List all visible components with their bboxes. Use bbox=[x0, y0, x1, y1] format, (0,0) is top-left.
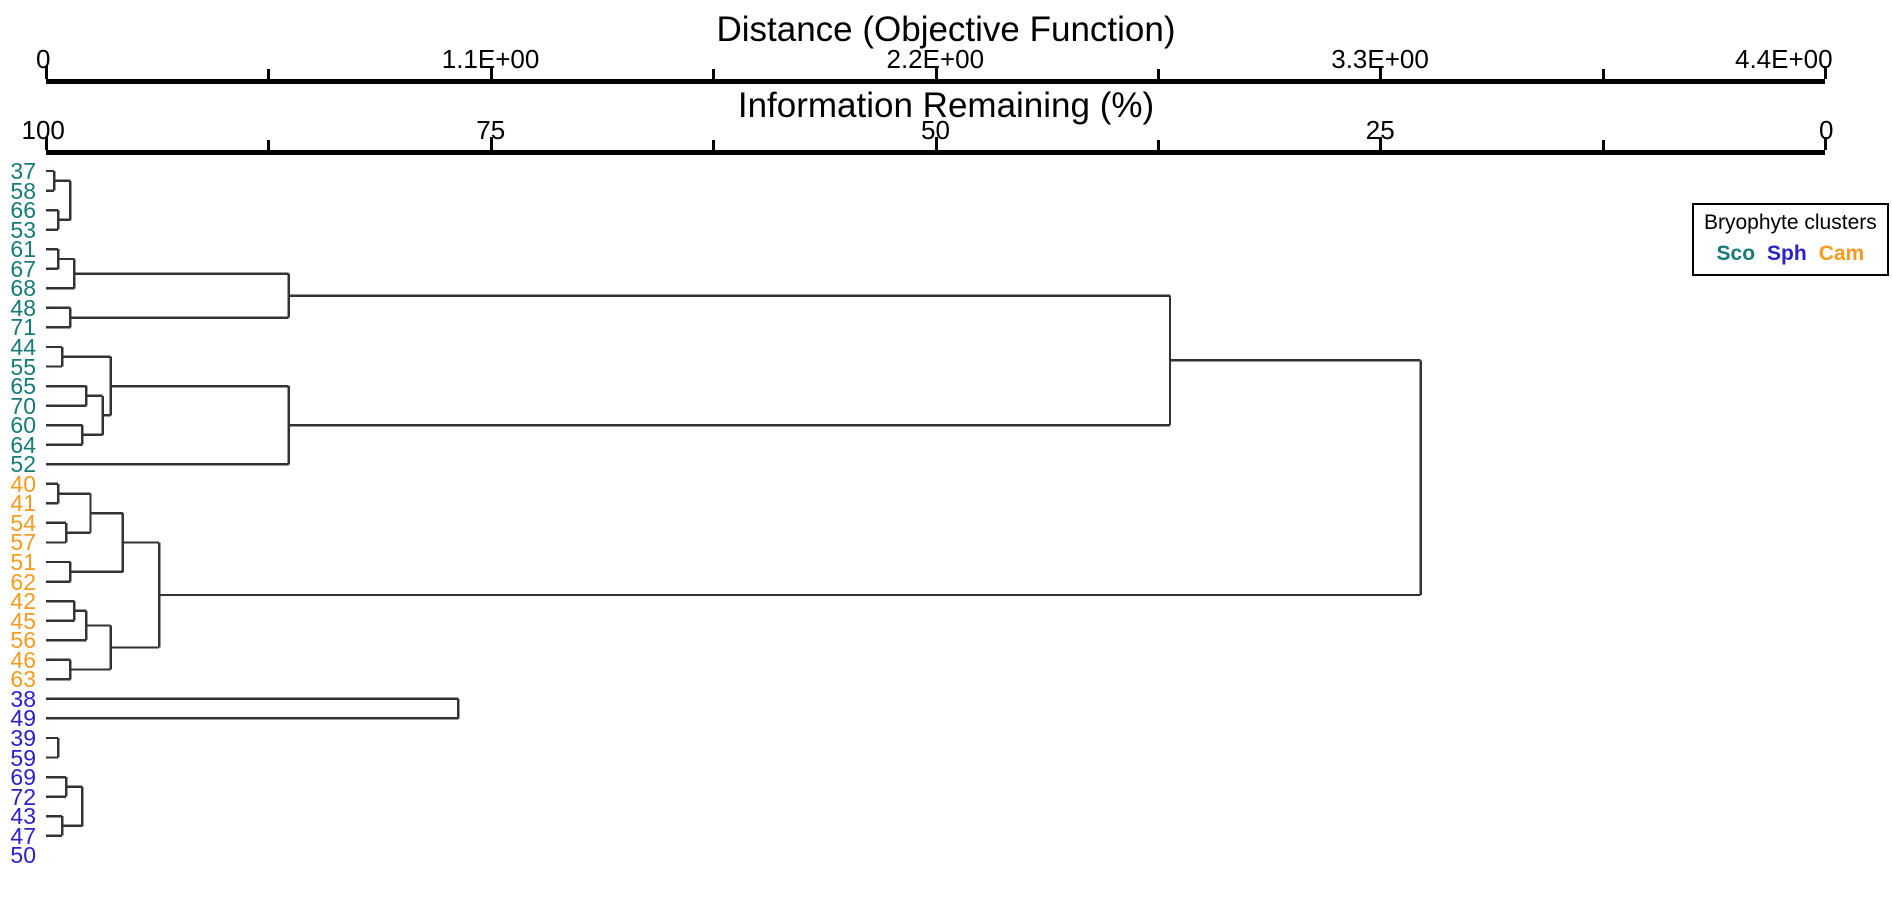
axis-tick bbox=[934, 66, 938, 79]
leaf-label: 39 bbox=[10, 724, 36, 751]
leaf-label: 72 bbox=[10, 783, 36, 810]
leaf-label: 65 bbox=[10, 373, 36, 400]
axis-tick-minor bbox=[1601, 140, 1605, 150]
leaf-label: 55 bbox=[10, 353, 36, 380]
leaf-label: 38 bbox=[10, 685, 36, 712]
axis-tick bbox=[489, 66, 493, 79]
leaf-label: 67 bbox=[10, 255, 36, 282]
axis-tick-minor bbox=[1156, 69, 1160, 79]
axis-tick bbox=[489, 137, 493, 150]
axis-tick bbox=[45, 66, 48, 79]
leaf-label: 51 bbox=[10, 549, 36, 575]
axis-tick-label: 100 bbox=[21, 115, 65, 145]
leaf-label: 45 bbox=[10, 607, 36, 634]
axis-tick-minor bbox=[267, 140, 271, 150]
leaf-label: 48 bbox=[10, 294, 36, 321]
axis-tick bbox=[1379, 66, 1383, 79]
leaf-label: 37 bbox=[10, 158, 36, 184]
legend-item-sco: Sco bbox=[1716, 242, 1756, 265]
axis-tick-minor bbox=[1156, 140, 1160, 150]
axis-tick-minor bbox=[267, 69, 271, 79]
axis-tick-minor bbox=[1601, 69, 1605, 79]
axis-tick bbox=[1824, 137, 1827, 150]
leaf-label: 40 bbox=[10, 470, 36, 497]
leaf-label: 59 bbox=[10, 744, 36, 771]
axis-tick bbox=[1379, 137, 1383, 150]
axis-tick-minor bbox=[712, 69, 716, 79]
axis-tick-label: 4.4E+00 bbox=[1735, 44, 1833, 74]
leaf-label: 60 bbox=[10, 412, 36, 439]
leaf-label: 47 bbox=[10, 822, 36, 849]
leaf-label: 56 bbox=[10, 627, 36, 654]
leaf-label: 64 bbox=[10, 431, 36, 458]
top-axis-title: Distance (Objective Function) bbox=[716, 10, 1176, 49]
leaf-label: 44 bbox=[10, 333, 36, 360]
leaf-label: 54 bbox=[10, 509, 36, 536]
leaf-label: 58 bbox=[10, 177, 36, 204]
leaf-label: 42 bbox=[10, 588, 36, 615]
leaf-label: 53 bbox=[10, 216, 36, 243]
leaf-label: 50 bbox=[10, 842, 36, 869]
legend-title: Bryophyte clusters bbox=[1704, 211, 1877, 234]
leaf-label: 63 bbox=[10, 666, 36, 693]
leaf-label: 70 bbox=[10, 392, 36, 419]
bottom-axis-title: Information Remaining (%) bbox=[737, 86, 1155, 125]
leaf-label: 46 bbox=[10, 646, 36, 673]
bottom-axis-rule bbox=[46, 150, 1825, 155]
leaf-label: 71 bbox=[10, 314, 36, 341]
legend-items: Sco Sph Cam bbox=[1704, 242, 1877, 266]
axis-tick bbox=[1824, 66, 1827, 79]
leaf-label: 52 bbox=[10, 451, 36, 478]
axis-tick-label: 0 bbox=[1819, 115, 1834, 145]
axis-tick bbox=[45, 137, 48, 150]
leaf-label: 62 bbox=[10, 568, 36, 595]
leaf-label: 43 bbox=[10, 803, 36, 830]
legend-item-cam: Cam bbox=[1818, 242, 1865, 265]
axis-tick bbox=[934, 137, 938, 150]
legend-item-sph: Sph bbox=[1767, 242, 1807, 265]
leaf-label: 66 bbox=[10, 197, 36, 224]
leaf-label: 57 bbox=[10, 529, 36, 556]
legend: Bryophyte clusters Sco Sph Cam bbox=[1692, 203, 1889, 276]
leaf-label: 41 bbox=[10, 490, 36, 517]
leaf-label: 61 bbox=[10, 236, 36, 263]
axis-tick-minor bbox=[712, 140, 716, 150]
leaf-label: 49 bbox=[10, 705, 36, 732]
top-axis-rule bbox=[46, 79, 1825, 84]
leaf-label: 69 bbox=[10, 764, 36, 791]
leaf-label: 68 bbox=[10, 275, 36, 302]
